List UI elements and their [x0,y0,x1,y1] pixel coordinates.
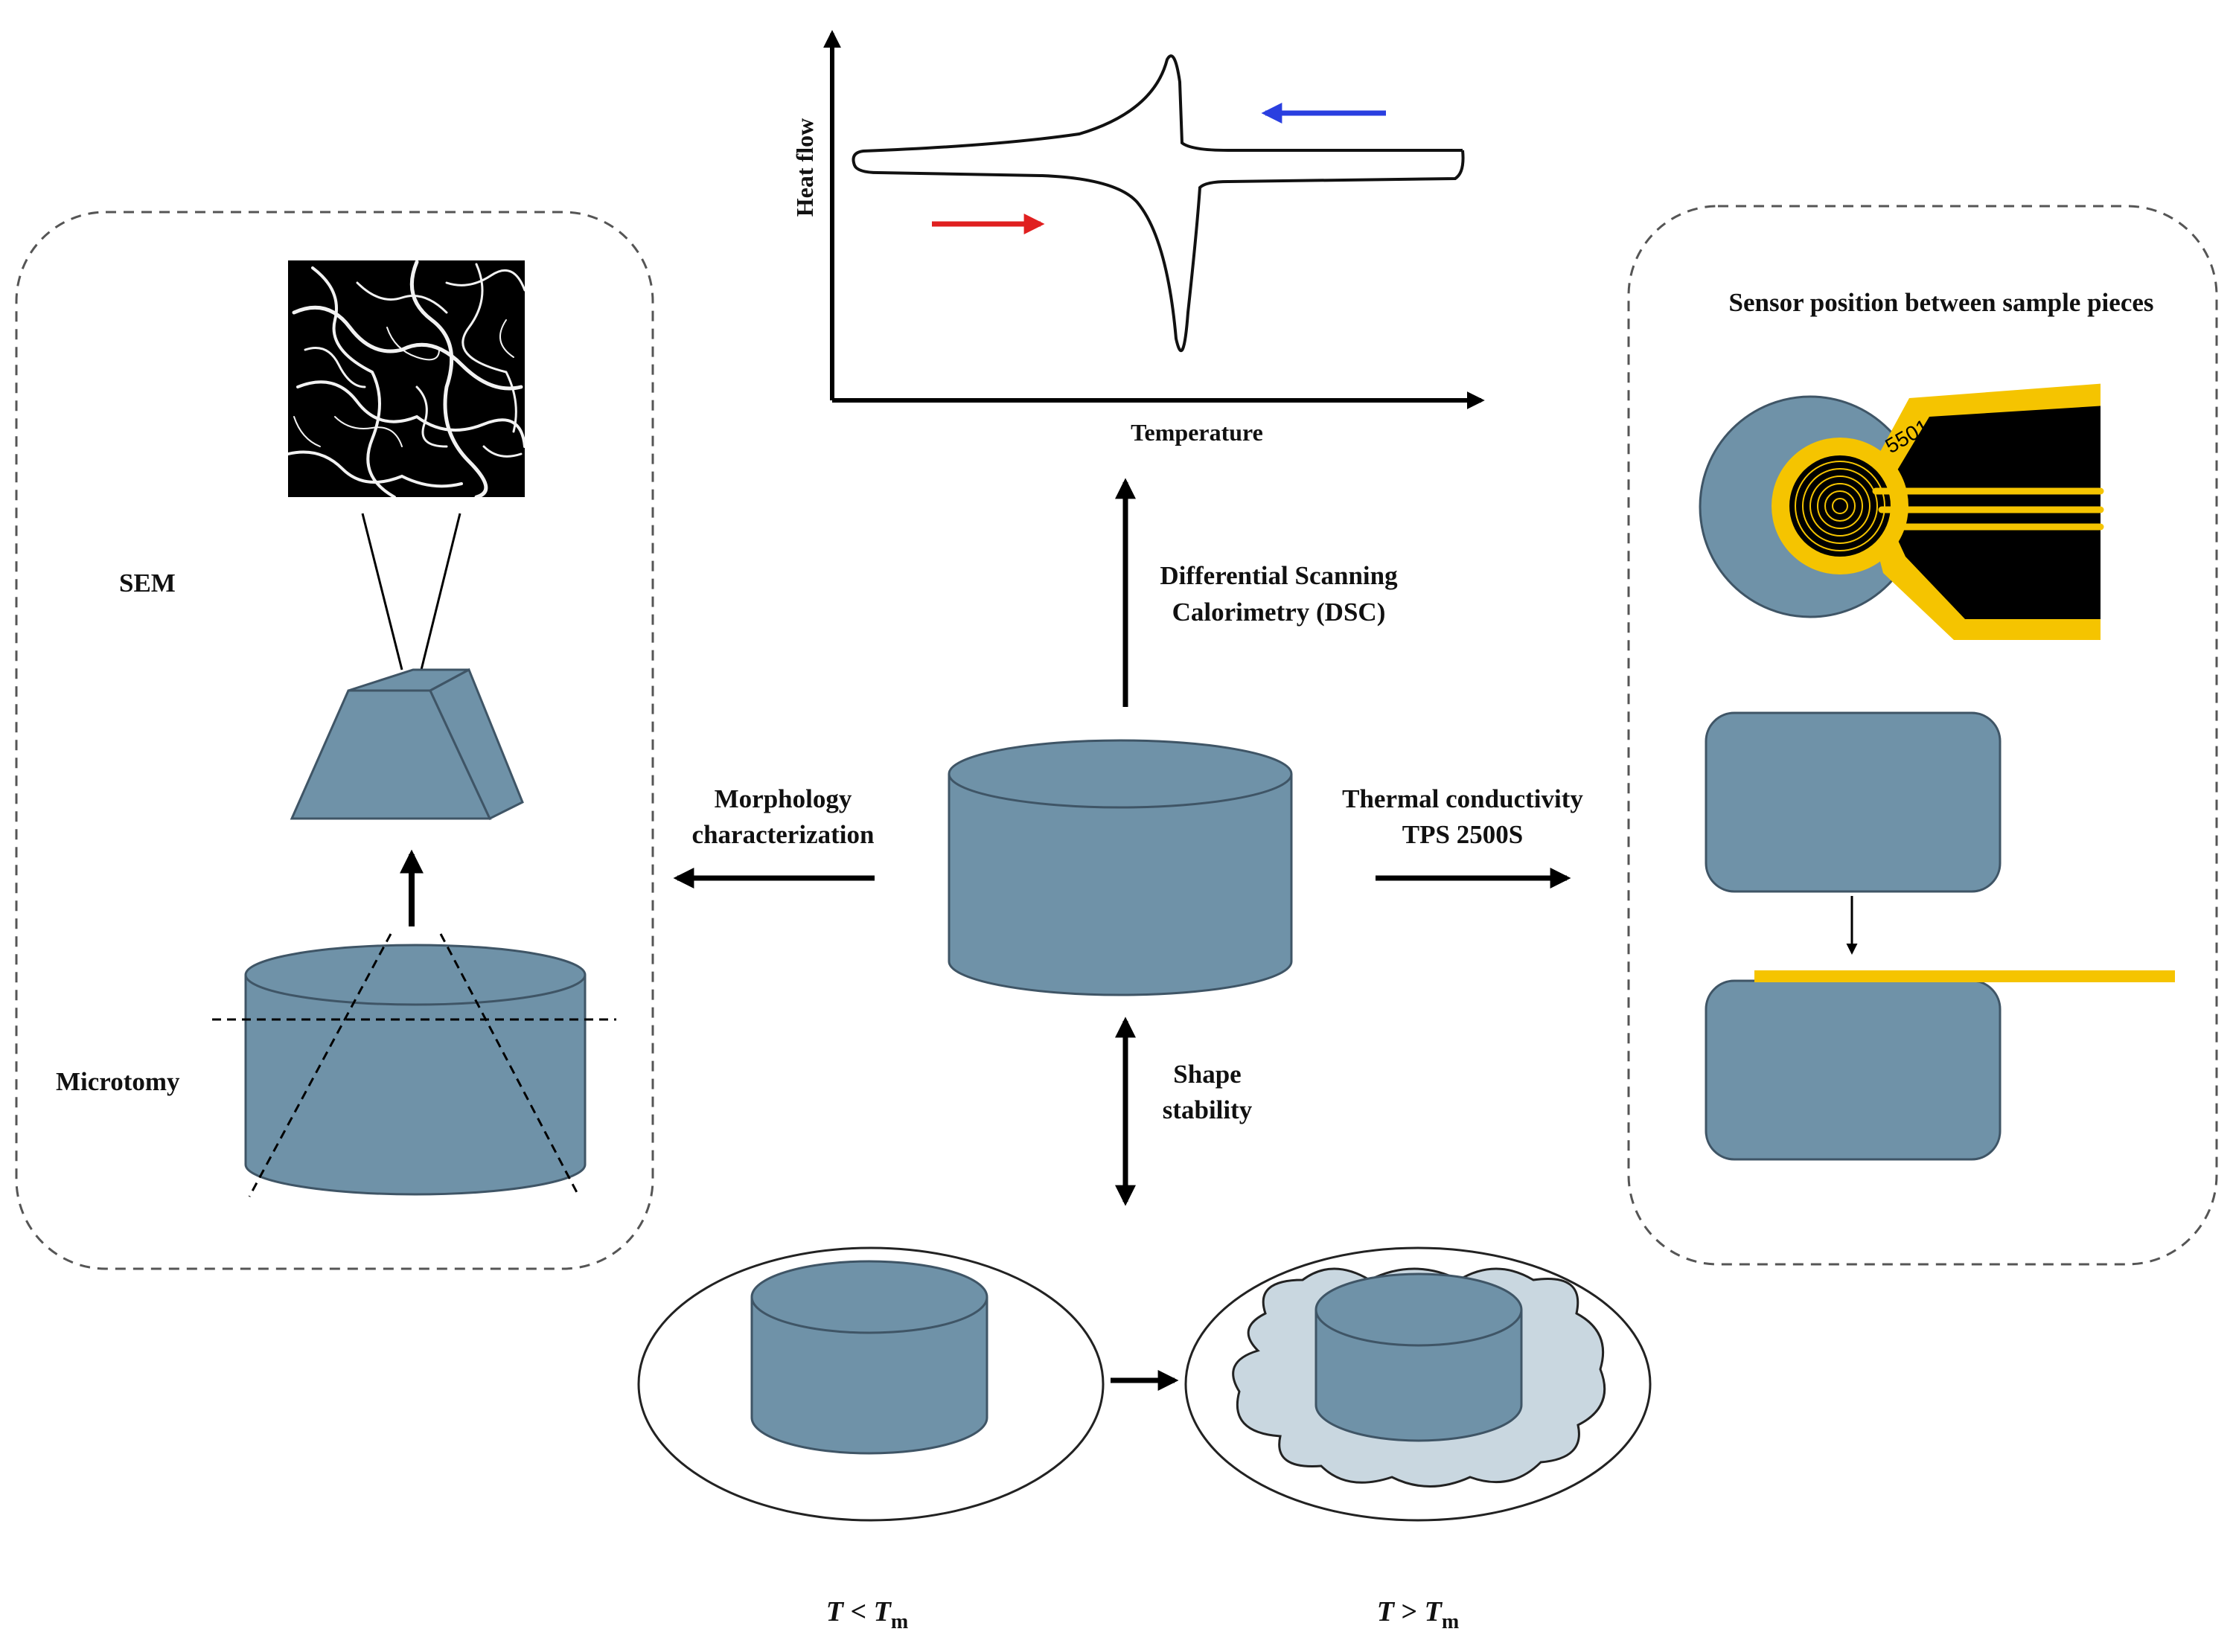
morphology-panel: SEM Microtomy [15,211,654,1270]
solid-sample-cylinder [750,1260,988,1455]
sem-label: SEM [119,569,176,598]
dsc-cooling-curve [852,54,1463,174]
dsc-y-axis-label: Heat flow [791,118,818,217]
melted-sample-cylinder [1314,1272,1523,1442]
thermal-label-line2: TPS 2500S [1402,820,1523,849]
upper-sample-piece [1705,711,2002,893]
morphology-panel-border [15,211,654,1270]
below-melting-label: T < Tm [826,1596,908,1633]
microtomy-cylinder [244,944,587,1196]
morphology-label-line2: characterization [692,820,875,849]
thermal-panel: Sensor position between sample pieces [1627,205,2218,1266]
microtomy-trim-line-left [248,933,392,1197]
morphology-label-line1: Morphology [715,784,852,813]
sem-micrograph-icon [288,260,525,497]
dsc-chart: Heat flow Temperature [791,30,1485,446]
lower-sample-piece [1705,979,2002,1161]
trimmed-sample-frustum [290,667,524,821]
microtomy-trim-line-right [439,933,581,1197]
shape-label-line1: Shape [1173,1060,1241,1089]
sem-view-line-left [361,513,403,670]
shape-stability-below-tm [637,1246,1105,1522]
shape-stability-above-tm [1184,1246,1652,1522]
shape-label-line2: stability [1163,1095,1253,1124]
sem-view-line-right [420,513,461,670]
above-melting-label: T > Tm [1377,1596,1459,1633]
microtomy-label: Microtomy [56,1067,180,1096]
sensor-position-title: Sensor position between sample pieces [1728,288,2153,317]
dsc-x-axis-label: Temperature [1131,419,1263,446]
center-sample-cylinder [948,739,1293,996]
thermal-panel-border [1627,205,2218,1266]
dsc-heating-curve [878,150,1465,352]
sensor-strip [1754,970,2175,982]
dsc-method-label-line2: Calorimetry (DSC) [1172,598,1386,627]
sensor-icon: 5501 [1699,383,2104,640]
dsc-method-label-line1: Differential Scanning [1160,561,1398,590]
thermal-label-line1: Thermal conductivity [1342,784,1583,813]
